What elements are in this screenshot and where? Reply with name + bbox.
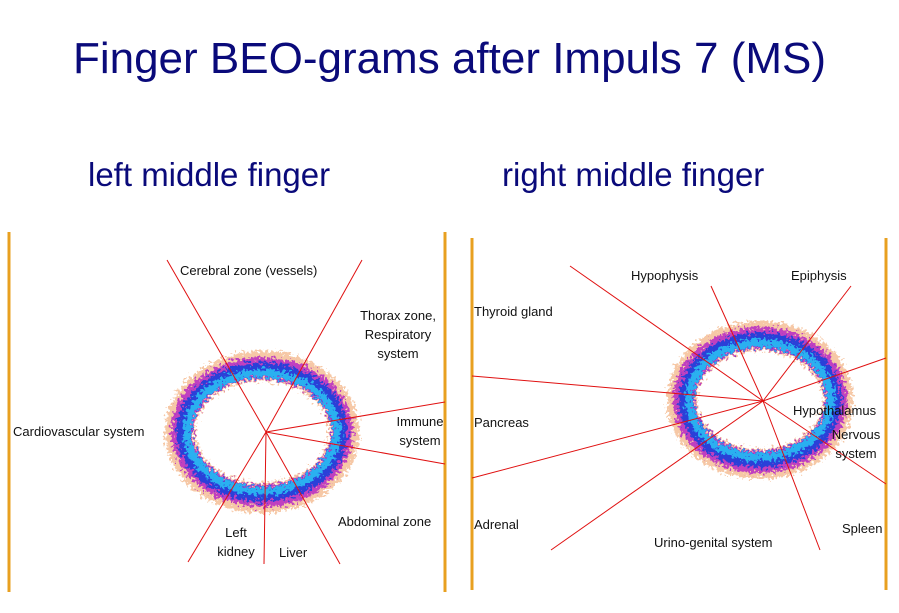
label-liver: Liver — [279, 545, 308, 560]
left-sector-lines — [166, 259, 446, 565]
label-nervous-line2: system — [835, 446, 877, 461]
label-thorax-line1: Thorax zone, — [360, 308, 436, 323]
label-kidney-line1: Left — [225, 525, 247, 540]
right-sector-lines — [471, 265, 887, 551]
label-adrenal: Adrenal — [474, 517, 519, 532]
right-finger-subtitle: right middle finger — [502, 156, 765, 193]
label-nervous-line1: Nervous — [831, 427, 881, 442]
left-beogram-panel: Cerebral zone (vessels) Thorax zone, Res… — [0, 232, 452, 592]
right-ring-center — [708, 357, 812, 443]
label-thorax-zone: Thorax zone, Respiratory system — [350, 306, 446, 363]
label-urino-genital-system: Urino-genital system — [654, 535, 773, 550]
label-left-kidney: Left kidney — [208, 523, 264, 561]
left-finger-subtitle: left middle finger — [88, 156, 331, 193]
label-kidney-line2: kidney — [217, 544, 255, 559]
right-aura-ring — [667, 321, 853, 479]
label-abdominal-zone: Abdominal zone — [338, 514, 432, 529]
label-hypophysis: Hypophysis — [631, 268, 699, 283]
right-beogram-graphic — [470, 238, 888, 590]
label-cardiovascular-system: Cardiovascular system — [13, 424, 145, 439]
label-immune-line2: system — [399, 433, 441, 448]
right-beogram-panel: Hypophysis Epiphysis Thyroid gland Hypot… — [466, 238, 899, 590]
label-immune-line1: Immune — [396, 414, 444, 429]
left-aura-ring — [165, 351, 359, 513]
label-thorax-line3: system — [377, 346, 419, 361]
label-hypothalamus: Hypothalamus — [793, 403, 877, 418]
label-spleen: Spleen — [842, 521, 883, 536]
slide-title: Finger BEO-grams after Impuls 7 (MS) — [72, 34, 827, 83]
label-immune-system: Immune system — [392, 412, 448, 450]
label-thyroid-gland: Thyroid gland — [474, 304, 553, 319]
label-epiphysis: Epiphysis — [791, 268, 847, 283]
label-nervous-system: Nervous system — [824, 425, 888, 463]
label-thorax-line2: Respiratory — [364, 327, 432, 342]
label-cerebral-zone: Cerebral zone (vessels) — [180, 263, 318, 278]
left-ring-center — [207, 387, 317, 477]
left-beogram-graphic — [7, 232, 447, 592]
label-pancreas: Pancreas — [474, 415, 529, 430]
